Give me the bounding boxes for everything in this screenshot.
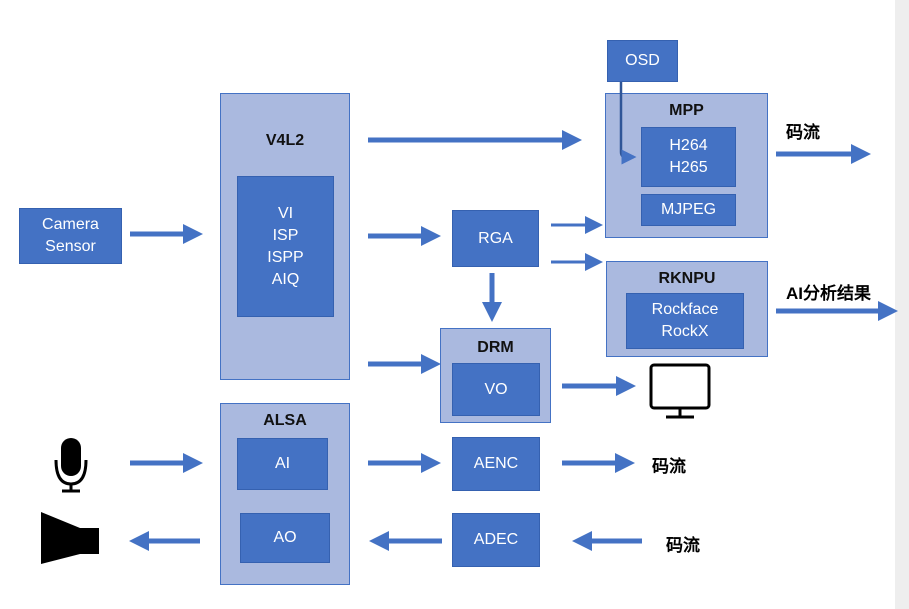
camera-sensor-box: Camera Sensor <box>19 208 122 264</box>
v4l2-aiq: AIQ <box>271 270 300 288</box>
microphone-icon <box>54 438 88 493</box>
drm-vo-box: VO <box>452 363 540 416</box>
mpp-block: MPP H264 H265 MJPEG <box>605 93 768 238</box>
v4l2-vi: VI <box>277 204 294 222</box>
arrow-osd-to-h26x <box>619 82 637 165</box>
mpp-mjpeg-box: MJPEG <box>641 194 736 226</box>
ai-result-label: AI分析结果 <box>786 284 871 303</box>
v4l2-isp: ISP <box>272 226 299 244</box>
aenc-label: AENC <box>473 455 519 472</box>
mpp-mjpeg-label: MJPEG <box>660 201 717 218</box>
drm-block: DRM VO <box>440 328 551 423</box>
adec-box: ADEC <box>452 513 540 567</box>
drm-vo-label: VO <box>484 380 508 398</box>
rknpu-inner-box: Rockface RockX <box>626 293 744 349</box>
camera-sensor-line-2: Sensor <box>45 238 96 255</box>
alsa-title: ALSA <box>263 412 307 429</box>
rknpu-block: RKNPU Rockface RockX <box>606 261 768 357</box>
alsa-ai-label: AI <box>274 455 291 472</box>
mpp-title: MPP <box>669 102 704 119</box>
rknpu-rockx: RockX <box>661 323 709 340</box>
v4l2-block: V4L2 VI ISP ISPP AIQ <box>220 93 350 380</box>
camera-sensor-line-1: Camera <box>42 216 99 233</box>
mpp-h265: H265 <box>669 159 708 176</box>
osd-box: OSD <box>607 40 678 82</box>
monitor-icon <box>649 363 711 419</box>
adec-label: ADEC <box>473 531 519 548</box>
right-scroll-edge <box>895 0 909 609</box>
alsa-ao-label: AO <box>273 529 297 546</box>
v4l2-inner-box: VI ISP ISPP AIQ <box>237 176 334 317</box>
speaker-icon <box>41 512 99 564</box>
alsa-block: ALSA AI AO <box>220 403 350 585</box>
rknpu-title: RKNPU <box>658 270 716 287</box>
alsa-ai-box: AI <box>237 438 328 490</box>
adec-input-label: 码流 <box>666 536 700 555</box>
alsa-ao-box: AO <box>240 513 330 563</box>
v4l2-ispp: ISPP <box>267 248 304 266</box>
rga-label: RGA <box>478 229 513 247</box>
mpp-output-label: 码流 <box>786 123 820 142</box>
rga-box: RGA <box>452 210 539 267</box>
osd-label: OSD <box>625 52 660 69</box>
mpp-h26x-box: H264 H265 <box>641 127 736 187</box>
v4l2-title: V4L2 <box>265 132 305 149</box>
drm-title: DRM <box>477 339 514 356</box>
rknpu-rockface: Rockface <box>651 301 719 318</box>
aenc-box: AENC <box>452 437 540 491</box>
aenc-output-label: 码流 <box>652 457 686 476</box>
mpp-h264: H264 <box>669 137 708 154</box>
